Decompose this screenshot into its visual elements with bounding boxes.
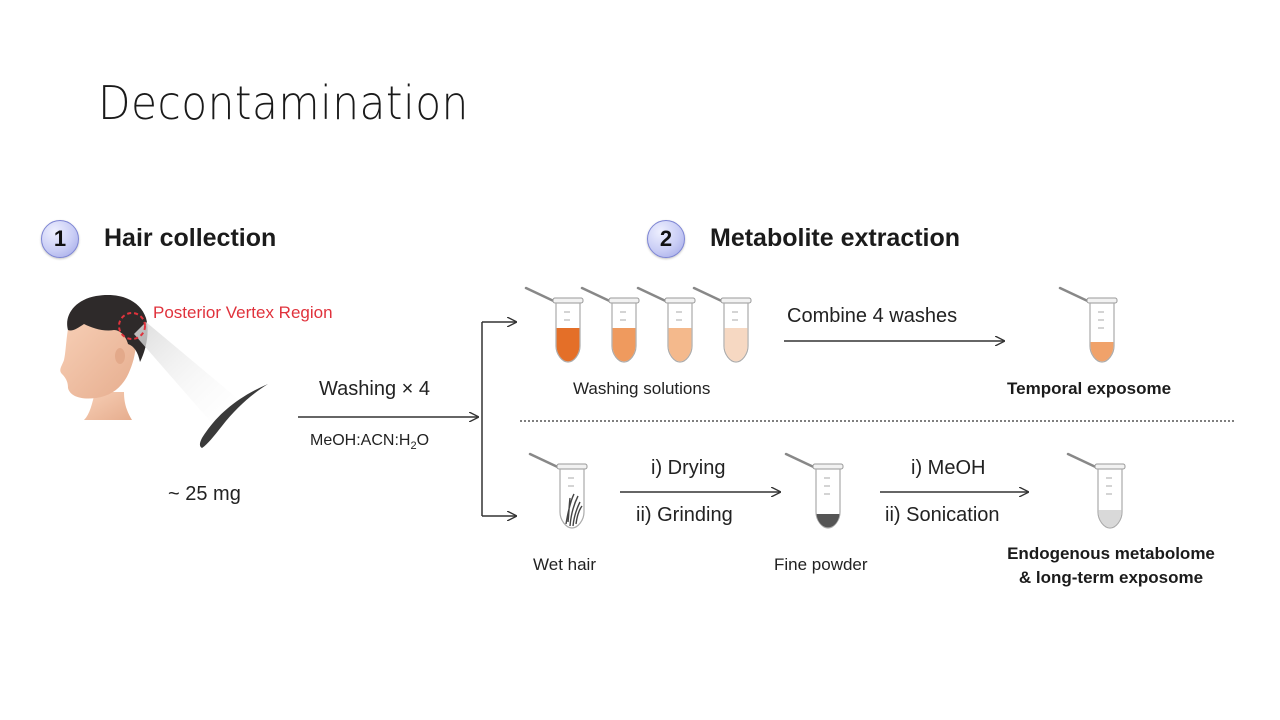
wet-hair-label: Wet hair (533, 555, 596, 574)
head-illustration-icon (60, 294, 148, 420)
extract-tube-icon (1066, 452, 1126, 529)
washing-tube-2-icon (580, 286, 640, 363)
step-1-badge: 1 (41, 220, 79, 258)
sonication-label: ii) Sonication (885, 504, 1000, 526)
drying-label: i) Drying (651, 457, 726, 479)
fine-powder-label: Fine powder (774, 555, 868, 574)
combine-washes-label: Combine 4 washes (787, 305, 958, 327)
hair-strand-icon (199, 384, 268, 448)
temporal-exposome-label: Temporal exposome (1007, 379, 1172, 398)
region-marker-icon (118, 312, 146, 340)
sample-mass: ~ 25 mg (168, 483, 241, 505)
washing-tube-3-icon (636, 286, 696, 363)
grinding-label: ii) Grinding (636, 504, 733, 526)
washing-tube-1-icon (524, 286, 584, 363)
endogenous-metabolome-line2: & long-term exposome (1018, 568, 1204, 587)
region-label: Posterior Vertex Region (153, 303, 333, 322)
washing-tube-4-icon (692, 286, 752, 363)
temporal-tube-icon (1058, 286, 1118, 363)
fine-powder-tube-icon (784, 452, 844, 529)
slide-title: Decontamination (98, 76, 469, 130)
washing-solutions-label: Washing solutions (573, 379, 711, 398)
endogenous-metabolome-line1: Endogenous metabolome (1007, 544, 1215, 563)
meoh-label: i) MeOH (911, 457, 986, 479)
step-1-title: Hair collection (104, 224, 277, 252)
solvent-label: MeOH:ACN:H2O (310, 432, 430, 453)
endogenous-metabolome-label: Endogenous metabolome & long-term exposo… (980, 542, 1242, 590)
step-2-title: Metabolite extraction (710, 224, 961, 252)
washing-label: Washing × 4 (319, 378, 430, 400)
wet-hair-tube-icon (528, 452, 588, 529)
zoom-beam (134, 322, 244, 428)
step-2-badge: 2 (647, 220, 685, 258)
